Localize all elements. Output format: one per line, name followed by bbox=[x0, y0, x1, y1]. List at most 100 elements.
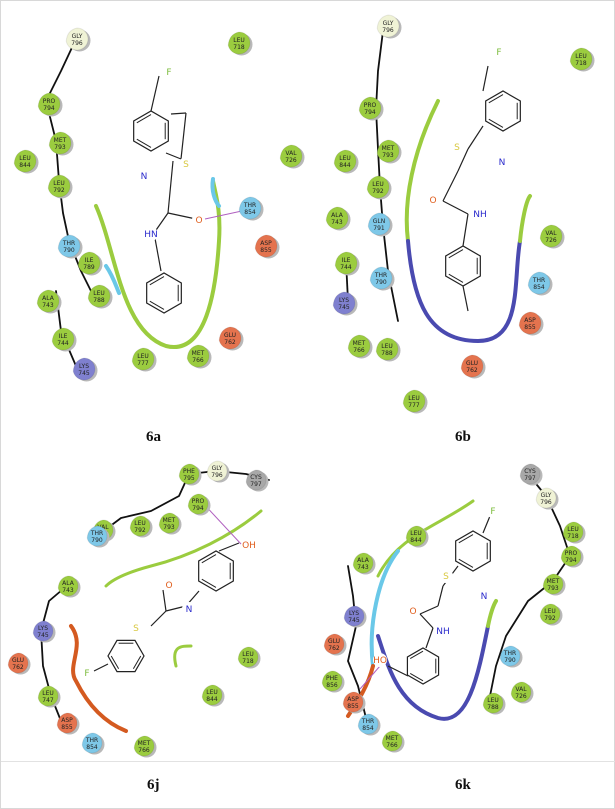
residue-name: MET bbox=[547, 578, 560, 585]
residue-disc bbox=[518, 311, 542, 335]
residue-name: VAL bbox=[545, 230, 557, 237]
double-bond bbox=[149, 276, 165, 286]
residue-disc bbox=[366, 175, 390, 199]
residue-number: 792 bbox=[372, 188, 384, 195]
aromatic-ring bbox=[133, 110, 169, 152]
residue-name: LEU bbox=[137, 353, 149, 360]
double-bond bbox=[458, 534, 474, 544]
atom-mask bbox=[486, 504, 500, 518]
caption-6a: 6a bbox=[146, 429, 161, 445]
residue-name: GLU bbox=[328, 638, 340, 645]
residue-disc bbox=[323, 633, 345, 655]
atom-mask bbox=[144, 227, 158, 241]
pocket-contour bbox=[104, 509, 263, 588]
residue-disc bbox=[86, 525, 108, 547]
residue-name: LEU bbox=[567, 526, 579, 533]
double-bond bbox=[132, 655, 142, 670]
residue-disc bbox=[51, 327, 75, 351]
atom-label-oh: OH bbox=[242, 541, 256, 551]
residue-number: 718 bbox=[233, 44, 245, 51]
residue-number: 855 bbox=[260, 247, 272, 254]
residue-number: 794 bbox=[192, 505, 204, 512]
residue-number: 797 bbox=[250, 481, 262, 488]
residue-disc bbox=[569, 47, 593, 71]
pocket-contour-polar bbox=[369, 549, 400, 668]
aromatic-ring bbox=[445, 245, 481, 287]
atom-label-s: S bbox=[454, 143, 460, 153]
bottom-divider bbox=[1, 761, 615, 762]
residue-number: 794 bbox=[43, 105, 55, 112]
residue-disc bbox=[218, 326, 242, 350]
residue-name: LEU bbox=[93, 290, 105, 297]
residue-number: 790 bbox=[63, 247, 75, 254]
aromatic-ring bbox=[198, 550, 234, 592]
residue-disc bbox=[405, 525, 427, 547]
pocket-contour bbox=[486, 599, 498, 628]
panel-6j: OHONSFPHE795GLY796CYS797PRO794VAL726LEU7… bbox=[1, 456, 308, 761]
residue-disc bbox=[7, 652, 29, 674]
residue-disc bbox=[57, 234, 81, 258]
residue-name: GLY bbox=[72, 33, 83, 40]
residue-number: 777 bbox=[408, 402, 420, 409]
residue-disc bbox=[402, 389, 426, 413]
residue-disc bbox=[343, 605, 365, 627]
residue-disc bbox=[342, 691, 364, 713]
atom-label-o: O bbox=[409, 607, 416, 617]
residue-disc bbox=[227, 31, 251, 55]
atom-label-f: F bbox=[84, 669, 89, 679]
aromatic-ring bbox=[146, 272, 182, 314]
residue-name: THR bbox=[532, 277, 545, 284]
bond bbox=[218, 542, 240, 552]
residue-name: ASP bbox=[61, 717, 73, 724]
residue-name: PRO bbox=[364, 102, 377, 109]
caption-6k: 6k bbox=[455, 777, 471, 793]
residue-number: 793 bbox=[382, 152, 394, 159]
double-bond bbox=[201, 554, 217, 564]
bond bbox=[150, 75, 160, 112]
residue-number: 718 bbox=[567, 533, 579, 540]
residue-disc bbox=[499, 645, 521, 667]
double-bond bbox=[458, 558, 474, 568]
residue-number: 844 bbox=[410, 537, 422, 544]
residue-name: MET bbox=[353, 340, 366, 347]
aromatic-ring bbox=[406, 647, 440, 685]
residue-name: ILE bbox=[85, 257, 94, 264]
residue-number: 788 bbox=[381, 350, 393, 357]
residue-number: 744 bbox=[57, 340, 69, 347]
bond bbox=[482, 515, 491, 534]
atom-label-hn: HN bbox=[144, 230, 158, 240]
pocket-contour bbox=[404, 99, 440, 243]
atom-mask bbox=[242, 538, 256, 552]
residue-disc bbox=[381, 730, 403, 752]
atom-mask bbox=[426, 193, 440, 207]
residue-name: THR bbox=[243, 202, 256, 209]
residue-number: 795 bbox=[183, 475, 195, 482]
double-bond bbox=[448, 249, 464, 259]
residue-name: ILE bbox=[342, 257, 351, 264]
residue-number: 844 bbox=[19, 162, 31, 169]
residue-name: MET bbox=[192, 350, 205, 357]
residue-name: GLU bbox=[224, 332, 236, 339]
residue-name: LYS bbox=[349, 610, 359, 617]
residue-number: 854 bbox=[244, 209, 256, 216]
bond bbox=[162, 589, 167, 612]
residue-disc bbox=[178, 463, 200, 485]
atom-mask bbox=[406, 604, 420, 618]
double-bond bbox=[136, 138, 152, 148]
pocket-contour-buried bbox=[376, 624, 490, 721]
residue-disc bbox=[254, 234, 278, 258]
